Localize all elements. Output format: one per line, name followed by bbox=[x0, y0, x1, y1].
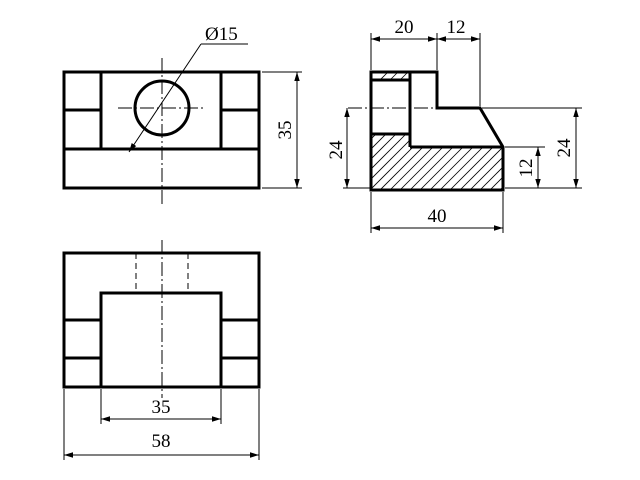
plan-view-recess bbox=[99, 291, 223, 387]
hatch-line bbox=[371, 134, 503, 190]
side-view bbox=[170, 0, 505, 200]
plan-inner-width-dimension: 35 bbox=[100, 389, 222, 424]
side-top-width-left-label: 20 bbox=[395, 17, 414, 38]
plan-inner-width-label: 35 bbox=[152, 397, 171, 418]
hatch-line bbox=[379, 134, 503, 190]
hatch-line bbox=[419, 134, 503, 190]
hatch-line bbox=[399, 134, 503, 190]
side-left-height-dimension: 24 bbox=[326, 108, 370, 189]
side-top-width-right-label: 12 bbox=[447, 17, 466, 38]
hatch-line bbox=[449, 134, 503, 190]
hatch-line bbox=[459, 134, 503, 190]
hatch-line bbox=[371, 134, 503, 190]
hatch-line bbox=[371, 134, 503, 190]
hatch-line bbox=[389, 134, 503, 190]
plan-total-width-dimension: 58 bbox=[63, 389, 260, 460]
hatch-line bbox=[429, 134, 503, 190]
side-view-outline bbox=[369, 70, 505, 192]
hatch-line bbox=[409, 134, 503, 190]
side-total-width-dimension: 40 bbox=[370, 192, 504, 233]
hatch-line bbox=[489, 134, 503, 190]
front-height-label: 35 bbox=[275, 121, 296, 140]
side-right-height-dimensions: 12 24 bbox=[482, 107, 582, 189]
side-right-height-label: 24 bbox=[554, 138, 575, 158]
side-total-width-label: 40 bbox=[428, 206, 447, 227]
hatch-line bbox=[469, 134, 503, 190]
hole-diameter-label: Ø15 bbox=[205, 24, 238, 45]
hatch-line bbox=[170, 0, 370, 200]
side-step-height-label: 12 bbox=[516, 159, 537, 178]
hole-diameter-dimension: Ø15 bbox=[128, 24, 248, 153]
front-height-dimension: 35 bbox=[262, 71, 302, 189]
side-top-width-dimensions: 20 12 bbox=[370, 17, 481, 106]
section-hatching bbox=[170, 0, 503, 200]
plan-view bbox=[62, 240, 261, 398]
front-view bbox=[62, 58, 261, 205]
hatch-line bbox=[371, 134, 503, 190]
hatch-line bbox=[439, 134, 503, 190]
hole-diameter-leader bbox=[128, 43, 202, 153]
plan-total-width-label: 58 bbox=[152, 431, 171, 452]
side-left-height-label: 24 bbox=[326, 140, 347, 160]
